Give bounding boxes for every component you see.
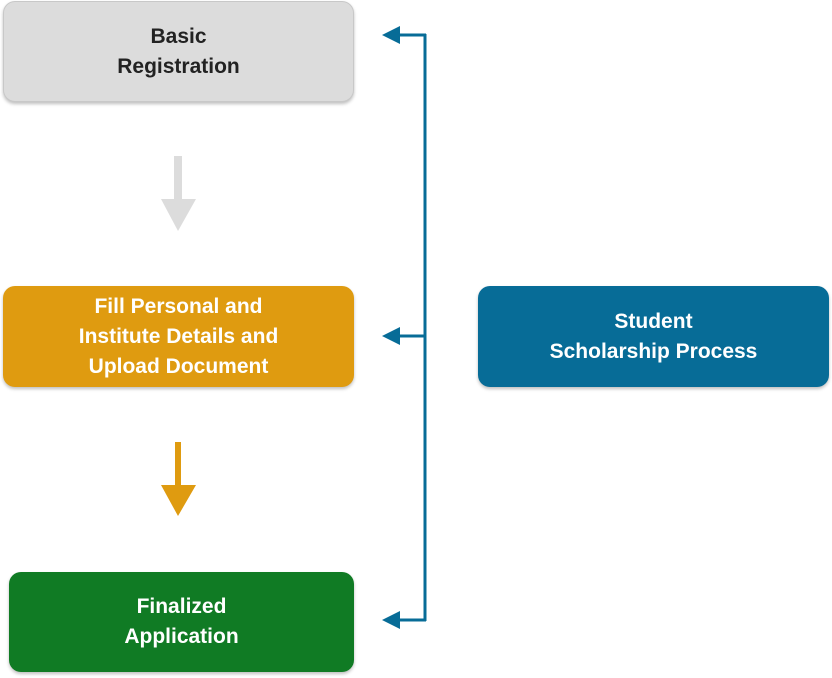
node-student-scholarship-process: Student Scholarship Process [478, 286, 829, 387]
node-fill-details-upload: Fill Personal and Institute Details and … [3, 286, 354, 387]
node-label: Finalized Application [124, 595, 239, 648]
node-label: Fill Personal and Institute Details and … [78, 294, 279, 378]
arrow-head-to-final [382, 611, 400, 629]
bracket-connector-student [382, 26, 427, 629]
arrow-basic-to-fill [161, 156, 196, 231]
node-label: Basic Registration [117, 24, 240, 78]
node-basic-registration: Basic Registration [3, 1, 354, 102]
node-label: Student Scholarship Process [549, 309, 758, 363]
arrow-head-to-basic [382, 26, 400, 44]
arrow-head-to-fill [382, 327, 400, 345]
node-finalized-application: Finalized Application [9, 572, 354, 672]
arrow-fill-to-final [161, 442, 196, 516]
